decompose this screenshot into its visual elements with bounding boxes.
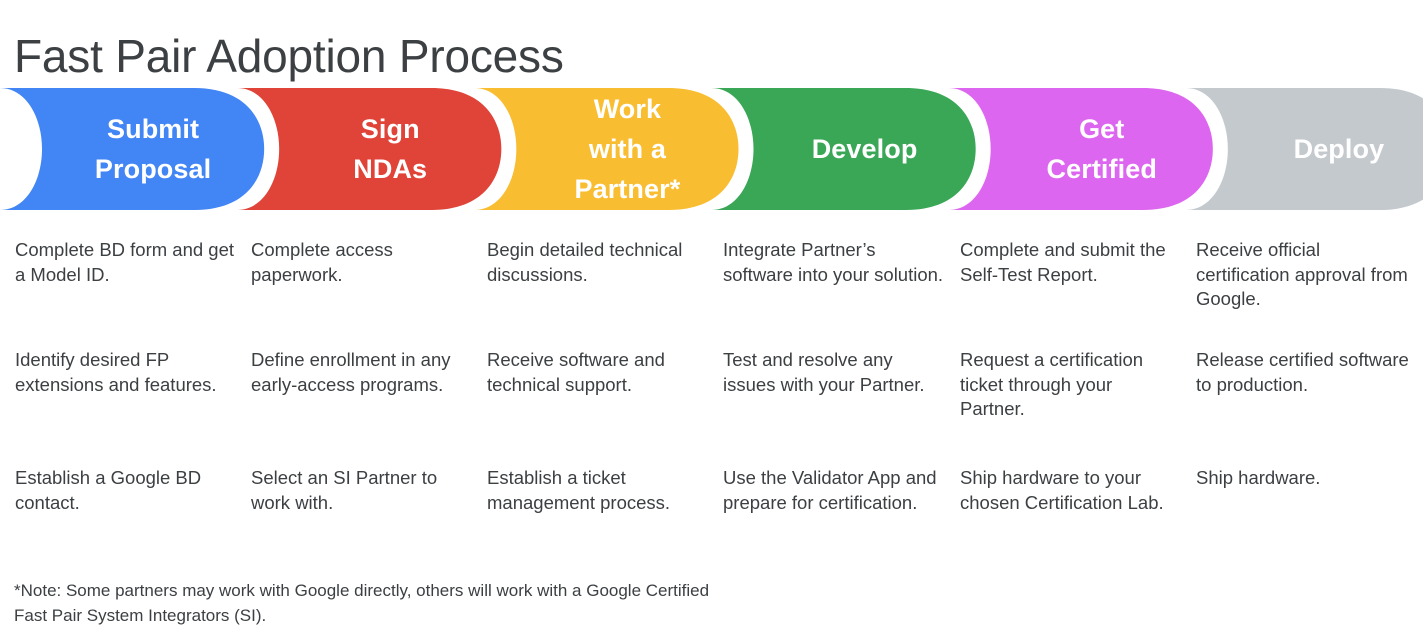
page-title: Fast Pair Adoption Process (14, 29, 564, 82)
process-item: Test and resolve any issues with your Pa… (723, 349, 925, 395)
process-item: Receive official certification approval … (1196, 239, 1408, 309)
process-item: Identify desired FP extensions and featu… (15, 349, 217, 395)
stage-shape-get-certified[interactable] (948, 88, 1213, 210)
stage-shape-develop[interactable] (711, 88, 976, 210)
process-columns: Complete BD form and get a Model ID. Iden… (0, 238, 1423, 558)
process-item: Complete access paperwork. (251, 239, 393, 285)
process-item: Establish a Google BD contact. (15, 467, 202, 513)
process-item: Release certified software to production… (1196, 349, 1409, 395)
stage-shape-submit-proposal[interactable] (0, 88, 265, 210)
process-item: Complete BD form and get a Model ID. (15, 239, 235, 285)
stage-shape-work-partner[interactable] (474, 88, 739, 210)
process-item: Use the Validator App and prepare for ce… (723, 467, 937, 513)
chevron-shapes (0, 88, 1423, 210)
process-item: Receive software and technical support. (487, 349, 665, 395)
stage-shape-deploy[interactable] (1185, 88, 1423, 210)
process-item: Ship hardware to your chosen Certificati… (960, 467, 1164, 513)
process-item: Ship hardware. (1196, 467, 1321, 488)
process-item: Complete and submit the Self-Test Report… (960, 239, 1166, 285)
process-item: Integrate Partner’s software into your s… (723, 239, 944, 285)
stage-shape-sign-ndas[interactable] (237, 88, 502, 210)
process-item: Define enrollment in any early-access pr… (251, 349, 451, 395)
process-item: Establish a ticket management process. (487, 467, 671, 513)
process-item: Request a certification ticket through y… (960, 349, 1144, 419)
process-item: Begin detailed technical discussions. (487, 239, 683, 285)
process-item: Select an SI Partner to work with. (251, 467, 438, 513)
footnote: *Note: Some partners may work with Googl… (14, 581, 710, 625)
